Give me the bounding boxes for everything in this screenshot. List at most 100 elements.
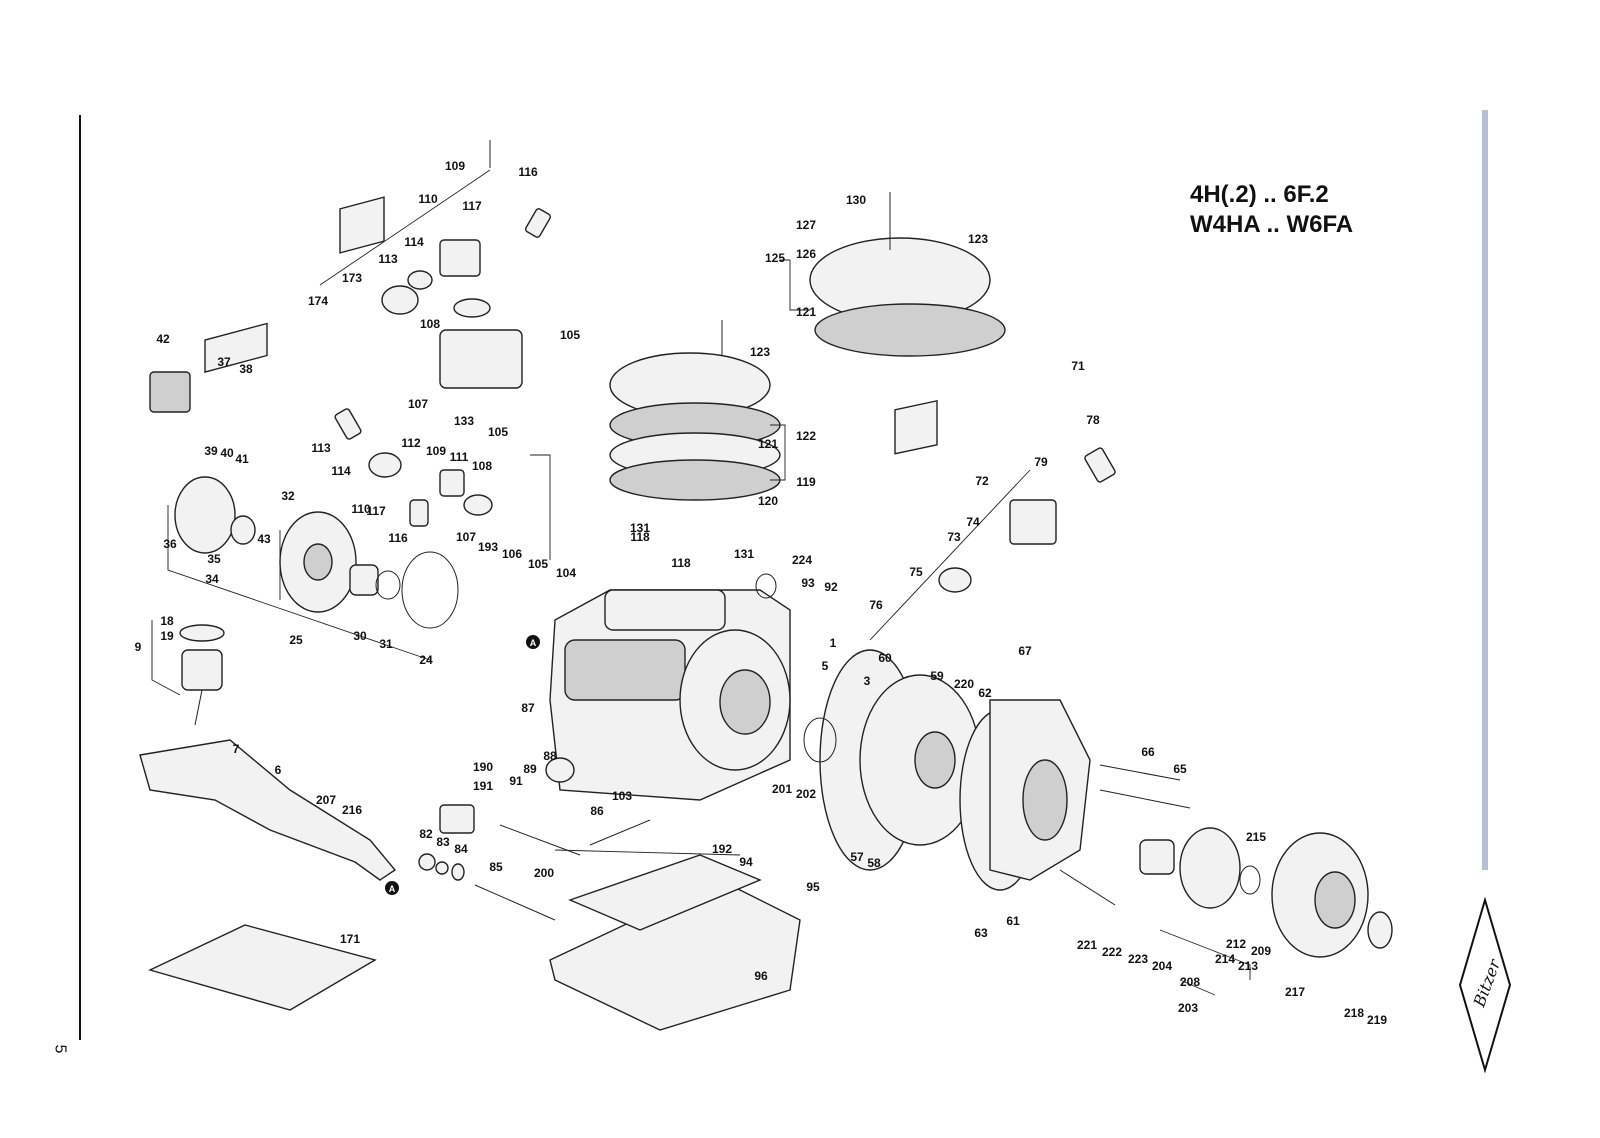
part-label: 114 — [331, 464, 351, 478]
part-label: 121 — [796, 305, 816, 319]
part-label: 123 — [750, 345, 770, 359]
part-label: 215 — [1246, 830, 1266, 844]
part-label: 75 — [909, 565, 923, 579]
part-label: 202 — [796, 787, 816, 801]
part-label: 108 — [420, 317, 440, 331]
part-label: 86 — [590, 804, 604, 818]
part-label: 43 — [257, 532, 271, 546]
part-label: 174 — [308, 294, 328, 308]
part-label: 122 — [796, 429, 816, 443]
part-label: 3 — [864, 674, 871, 688]
part-label: 191 — [473, 779, 493, 793]
part-label: 30 — [353, 629, 367, 643]
part-label: 106 — [502, 547, 522, 561]
part-label: 62 — [978, 686, 992, 700]
part-label: 60 — [878, 651, 892, 665]
part-label: 105 — [560, 328, 580, 342]
part-label: 91 — [509, 774, 523, 788]
part-label: 212 — [1226, 937, 1246, 951]
part-label: 118 — [671, 556, 691, 570]
part-label: 117 — [462, 199, 482, 213]
part-label: 120 — [758, 494, 778, 508]
part-label: 1 — [830, 636, 837, 650]
part-label: 19 — [160, 629, 174, 643]
part-label: 208 — [1180, 975, 1200, 989]
part-label: 73 — [947, 530, 961, 544]
part-label: 79 — [1034, 455, 1048, 469]
part-label: 110 — [418, 192, 438, 206]
part-label: 25 — [289, 633, 303, 647]
part-label: 216 — [342, 803, 362, 817]
logo-emblem: Bitzer — [1458, 896, 1512, 1074]
part-label: 220 — [954, 677, 974, 691]
part-label: 108 — [472, 459, 492, 473]
model-title-line1: 4H(.2) .. 6F.2 — [1190, 181, 1329, 208]
part-label: 84 — [454, 842, 468, 856]
part-label: 71 — [1071, 359, 1085, 373]
part-label: 76 — [869, 598, 883, 612]
part-label: 111 — [450, 450, 469, 464]
part-label: 224 — [792, 553, 812, 567]
model-title: 4H(.2) .. 6F.2 W4HA .. W6FA — [1190, 180, 1353, 240]
part-label: 218 — [1344, 1006, 1364, 1020]
part-label: 107 — [408, 397, 428, 411]
part-label: 78 — [1086, 413, 1100, 427]
part-label: 207 — [316, 793, 336, 807]
part-label: 109 — [426, 444, 446, 458]
part-label: 105 — [488, 425, 508, 439]
part-label: 67 — [1018, 644, 1032, 658]
part-label: 209 — [1251, 944, 1271, 958]
part-label: 9 — [135, 640, 142, 654]
part-label: 116 — [518, 165, 538, 179]
part-label: 37 — [217, 355, 231, 369]
part-label: 119 — [796, 475, 816, 489]
part-label: 41 — [235, 452, 249, 466]
part-label: 6 — [275, 763, 282, 777]
part-label: 130 — [846, 193, 866, 207]
part-label: 104 — [556, 566, 576, 580]
part-label: 118 — [630, 530, 650, 544]
part-label: 112 — [401, 436, 421, 450]
part-label: 63 — [974, 926, 988, 940]
part-label: 39 — [204, 444, 218, 458]
part-label: 110 — [351, 502, 371, 516]
part-label: 131 — [630, 521, 650, 535]
part-label: 213 — [1238, 959, 1258, 973]
part-label: 192 — [712, 842, 732, 856]
part-label: 42 — [156, 332, 170, 346]
part-label: 89 — [523, 762, 537, 776]
svg-text:A: A — [389, 884, 396, 894]
part-label: 221 — [1077, 938, 1097, 952]
part-label: 222 — [1102, 945, 1122, 959]
part-label: 74 — [966, 515, 980, 529]
model-title-line2: W4HA .. W6FA — [1190, 211, 1354, 238]
part-label: 105 — [528, 557, 548, 571]
part-label: 7 — [233, 742, 240, 756]
part-label: 116 — [388, 531, 408, 545]
right-edge-stripe — [1482, 110, 1488, 870]
part-label: 193 — [478, 540, 498, 554]
part-label: 66 — [1141, 745, 1155, 759]
part-label: 5 — [822, 659, 829, 673]
part-label: 34 — [205, 572, 219, 586]
part-label: 109 — [445, 159, 465, 173]
leader-lines — [151, 169, 1251, 996]
part-label: 223 — [1128, 952, 1148, 966]
part-label: 36 — [163, 537, 177, 551]
part-label: 173 — [342, 271, 362, 285]
part-label: 125 — [765, 251, 785, 265]
part-label: 32 — [281, 489, 295, 503]
part-label: 126 — [796, 247, 816, 261]
page-number: 5 — [51, 1044, 69, 1054]
part-label: 113 — [378, 252, 398, 266]
part-label: 201 — [772, 782, 792, 796]
svg-text:A: A — [530, 638, 537, 648]
part-label: 123 — [968, 232, 988, 246]
part-label: 58 — [867, 856, 881, 870]
part-label: 57 — [850, 850, 864, 864]
part-label: 107 — [456, 530, 476, 544]
part-label: 127 — [796, 218, 816, 232]
part-label: 87 — [521, 701, 535, 715]
